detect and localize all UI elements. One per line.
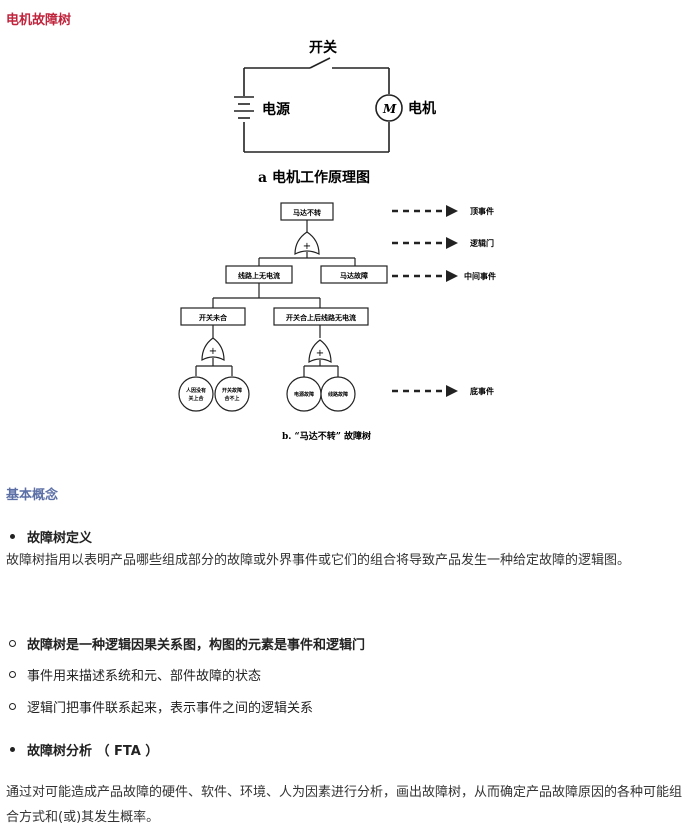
sub-item-2: 事件用来描述系统和元、部件故障的状态 bbox=[6, 665, 261, 684]
leaf-circle-2 bbox=[214, 376, 250, 412]
legend-middle-event: 中间事件 bbox=[464, 271, 496, 281]
legend-logic-gate: 逻辑门 bbox=[469, 238, 494, 248]
gate-plus-top: + bbox=[303, 241, 311, 252]
sub-item-3: 逻辑门把事件联系起来，表示事件之间的逻辑关系 bbox=[6, 697, 313, 716]
bullet-dot-icon bbox=[10, 747, 15, 752]
fta-heading: 故障树分析 （ FTA ） bbox=[27, 744, 159, 759]
legend-base-event: 底事件 bbox=[469, 386, 494, 396]
leaf-4-label: 线路故障 bbox=[328, 391, 348, 398]
definition-text: 故障树指用以表明产品哪些组成部分的故障或外界事件或它们的组合将导致产品发生一种给… bbox=[6, 553, 631, 568]
motor-symbol: M bbox=[382, 102, 397, 116]
legend-arrows bbox=[392, 209, 446, 393]
tree-caption: b. “马达不转” 故障树 bbox=[282, 430, 371, 442]
gate-plus-left: + bbox=[209, 346, 217, 357]
sub-item-2-text: 事件用来描述系统和元、部件故障的状态 bbox=[27, 669, 262, 684]
switch-label: 开关 bbox=[309, 39, 337, 56]
fta-text: 通过对可能造成产品故障的硬件、软件、环境、人为因素进行分析，画出故障树，从而确定… bbox=[6, 785, 683, 825]
legend-top-event: 顶事件 bbox=[470, 206, 494, 216]
or-gate-left bbox=[201, 337, 225, 362]
sub-item-3-text: 逻辑门把事件联系起来，表示事件之间的逻辑关系 bbox=[27, 701, 314, 716]
page-title: 电机故障树 bbox=[6, 13, 72, 28]
fault-tree bbox=[178, 202, 388, 412]
bullet-dot-icon bbox=[10, 534, 15, 539]
leaf-3-label: 电源故障 bbox=[294, 391, 314, 398]
definition-heading: 故障树定义 bbox=[27, 531, 93, 546]
low-right-label: 开关合上后线路无电流 bbox=[286, 313, 356, 322]
circuit-caption: a 电机工作原理图 bbox=[258, 169, 370, 186]
low-left-label: 开关未合 bbox=[199, 313, 228, 322]
list-item-fta: 故障树分析 （ FTA ） bbox=[6, 740, 158, 759]
or-gate-top bbox=[294, 231, 320, 255]
or-gate-right bbox=[308, 339, 332, 364]
leaf-circle-4 bbox=[320, 376, 356, 412]
leaf-circle-1 bbox=[178, 376, 214, 412]
leaf-2-line-2: 合不上 bbox=[223, 395, 239, 402]
motor-icon bbox=[375, 94, 403, 122]
bullet-circle-icon bbox=[9, 671, 16, 678]
list-item-definition: 故障树定义 bbox=[6, 527, 92, 546]
sub-item-1: 故障树是一种逻辑因果关系图，构图的元素是事件和逻辑门 bbox=[6, 634, 365, 653]
sub-item-1-text: 故障树是一种逻辑因果关系图，构图的元素是事件和逻辑门 bbox=[27, 638, 366, 653]
mid-left-label: 线路上无电流 bbox=[238, 271, 280, 280]
gate-plus-right: + bbox=[316, 348, 324, 359]
mid-right-label: 马达故障 bbox=[340, 271, 368, 280]
bullet-circle-icon bbox=[9, 703, 16, 710]
leaf-1-line-1: 人因没有 bbox=[185, 387, 206, 394]
fault-tree-figure: 开关 电源 M 电机 a 电机工作原理图 + bbox=[178, 39, 496, 442]
top-event-label: 马达不转 bbox=[293, 208, 321, 217]
leaf-1-line-2: 关上合 bbox=[188, 395, 204, 402]
bullet-circle-icon bbox=[9, 640, 16, 647]
power-label: 电源 bbox=[262, 101, 290, 118]
mid-right-box bbox=[320, 265, 388, 284]
motor-label: 电机 bbox=[408, 100, 436, 117]
legend-arrowheads bbox=[446, 205, 458, 397]
section-title: 基本概念 bbox=[6, 488, 59, 503]
low-right-box bbox=[273, 307, 369, 326]
leaf-2-line-1: 开关故障 bbox=[222, 387, 242, 394]
circuit-diagram bbox=[234, 57, 403, 153]
